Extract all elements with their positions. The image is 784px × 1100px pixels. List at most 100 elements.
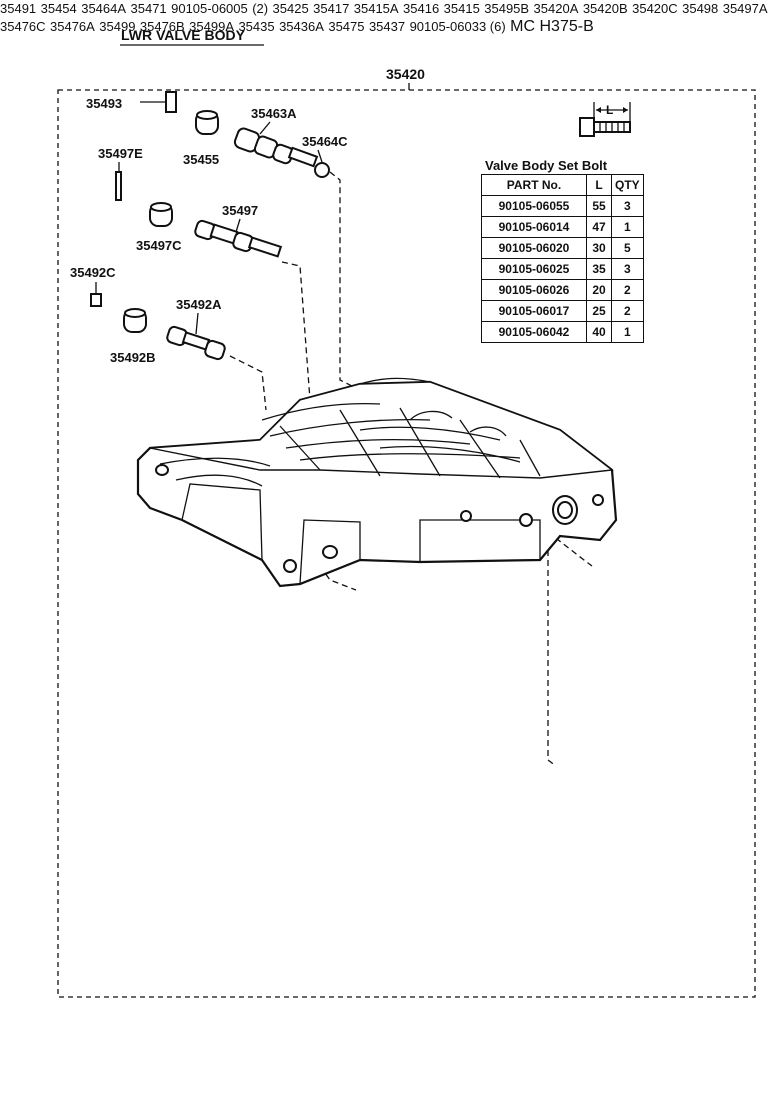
part-35476B-shape: 35476B 35499A 35435 35436A 35475 35437 9… [139, 18, 644, 343]
part-35497C-shape [149, 202, 173, 227]
cell-length: 20 [586, 279, 612, 301]
part-35499A-shape: 35499A 35435 35436A 35475 35437 90105-06… [189, 18, 644, 343]
guide-line-4 [547, 531, 593, 567]
part-35497E-shape [115, 171, 122, 201]
leader-35498: 35497A 35476C 35476A 35499 35476B 35499A [0, 0, 768, 343]
leader-35476C: 35476A 35499 35476B 35499A 35435 35436A … [50, 18, 644, 343]
label-35493: 35493 [86, 96, 122, 111]
part-35492A-shape [166, 325, 226, 361]
label-35471: 35471 [130, 1, 167, 16]
valve-body-main [136, 377, 618, 588]
leader-35497 [235, 218, 241, 233]
guide-line-2 [281, 261, 311, 401]
cell-part-no: 90105-06025 [481, 258, 587, 280]
leader-35415: 35495B 35420A 35420B 35420C 35498 35497A… [0, 0, 768, 343]
label-35436A: 35436A [279, 19, 324, 34]
part-35493-shape [165, 91, 177, 113]
label-35492C: 35492C [70, 265, 116, 280]
part-35497-shape [194, 219, 283, 258]
leader-90105-06033: MC H375-B Valve Body Set Bolt PART No. L… [481, 18, 644, 343]
label-35476C: 35476C [0, 19, 46, 34]
label-35454: 35454 [40, 1, 77, 16]
label-35464A: 35464A [81, 1, 127, 16]
cell-length: 35 [586, 258, 612, 280]
leader-35495B: 35495B 35420A 35420B 35420C 35498 35497A… [0, 0, 768, 343]
leader-35425: 35417 35415A 35416 35415 35495B 35420A 3… [0, 0, 768, 343]
bolt-table-caption: Valve Body Set Bolt [485, 158, 608, 173]
leader-35464C [317, 149, 323, 163]
cell-qty: 1 [611, 216, 644, 238]
cell-part-no: 90105-06020 [481, 237, 587, 259]
part-35455-shape [195, 110, 219, 135]
cell-length: 47 [586, 216, 612, 238]
cell-qty: 3 [611, 195, 644, 217]
dimension-label: L [606, 103, 613, 117]
label-35464C: 35464C [302, 134, 348, 149]
leader-35420B: 35420C 35498 35497A 35476C 35476A 35499 … [0, 0, 768, 343]
assembly-boundary [57, 89, 756, 998]
label-35415: 35415 [443, 1, 480, 16]
label-35475: 35475 [328, 19, 365, 34]
leader-35463A [259, 121, 271, 135]
col-qty: QTY [611, 174, 644, 196]
label-35497: 35497 [222, 203, 258, 218]
cell-qty: 2 [611, 279, 644, 301]
cell-length: 30 [586, 237, 612, 259]
label-35497C: 35497C [136, 238, 182, 253]
diagram-title: LWR VALVE BODY [121, 27, 246, 43]
label-35495B: 35495B [484, 1, 530, 16]
label-35499A: 35499A [189, 19, 234, 34]
label-35425: 35425 [272, 1, 309, 16]
part-35492B-shape [123, 308, 147, 333]
cell-qty: 5 [611, 237, 644, 259]
leader-35420C: 35420C 35498 35497A 35476C 35476A 35499 … [0, 0, 768, 343]
label-90105-06033: 90105-06033 (6) [409, 19, 506, 34]
label-35492B: 35492B [110, 350, 156, 365]
part-35492C-shape [90, 293, 102, 307]
label-35499: 35499 [99, 19, 136, 34]
cell-part-no: 90105-06055 [481, 195, 587, 217]
cell-part-no: 90105-06042 [481, 321, 587, 343]
leader-35499: 35476B 35499A 35435 35436A 35475 35437 9… [139, 18, 644, 343]
guide-line-5 [547, 540, 557, 767]
label-35420B: 35420B [582, 1, 628, 16]
leader-35436A: 35475 35437 90105-06033 (6) MC H375-B Va… [328, 18, 644, 343]
leader-35492A [195, 312, 199, 335]
leader-35415A: 35416 35415 35495B 35420A 35420B 35420C … [0, 0, 768, 343]
guide-line-1 [329, 171, 361, 391]
label-35437: 35437 [368, 19, 406, 34]
cell-part-no: 90105-06026 [481, 279, 587, 301]
bolt-table-header-row: PART No. L QTY [481, 174, 644, 196]
col-length: L [586, 174, 612, 196]
label-35416: 35416 [403, 1, 440, 16]
label-35417: 35417 [313, 1, 350, 16]
col-part-no: PART No. [481, 174, 587, 196]
cell-qty: 1 [611, 321, 644, 343]
leader-35420A: 35420B 35420C 35498 35497A 35476C 35476A… [0, 0, 768, 343]
leader-35454: 35464A 35471 90105-06005 (2) 35425 35417… [0, 0, 768, 343]
label-35498: 35498 [682, 1, 719, 16]
cell-part-no: 90105-06014 [481, 216, 587, 238]
leader-35475: 35437 90105-06033 (6) MC H375-B Valve Bo… [368, 18, 644, 343]
leader-35417: 35415A 35416 35415 35495B 35420A 35420B [0, 0, 768, 343]
part-35495B-shape: 35495B 35420A 35420B 35420C 35498 35497A… [0, 0, 768, 343]
reference-code: MC H375-B [510, 18, 594, 35]
leader-35437: 90105-06033 (6) MC H375-B Valve Body Set… [409, 18, 644, 343]
cell-length: 40 [586, 321, 612, 343]
cell-length: 25 [586, 300, 612, 322]
label-90105-06005-qty: (2) [252, 1, 269, 16]
label-35492A: 35492A [176, 297, 222, 312]
part-35425-shape: 35417 35415A 35416 35415 35495B 35420A 3… [0, 0, 768, 343]
label-35491: 35491 [0, 1, 37, 16]
label-35476B: 35476B [139, 19, 185, 34]
assembly-number: 35420 [386, 66, 425, 82]
cell-qty: 3 [611, 258, 644, 280]
